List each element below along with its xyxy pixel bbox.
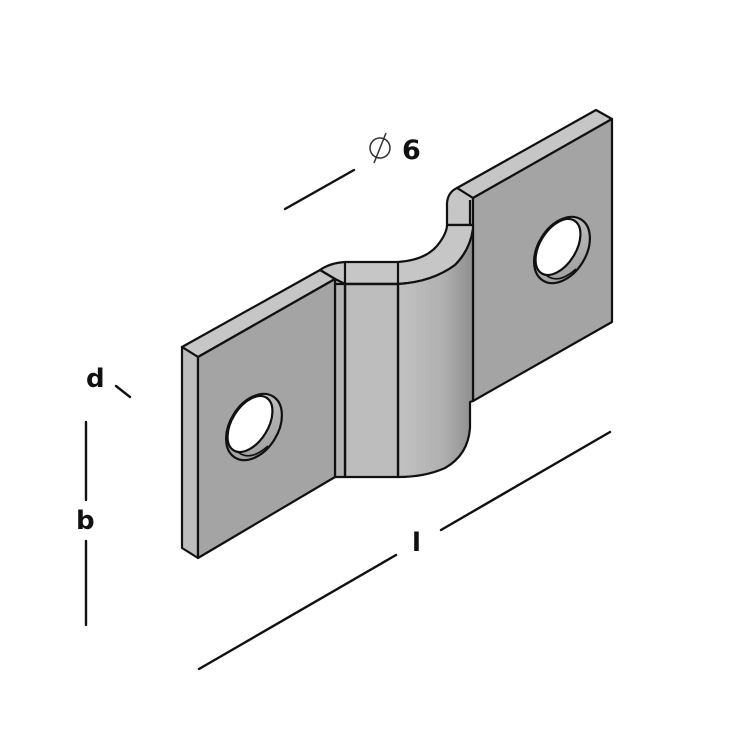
thickness-leader — [114, 384, 132, 399]
thickness-label: d — [86, 364, 105, 394]
length-line-right — [439, 430, 612, 532]
diameter-leader — [283, 168, 356, 211]
right-hole — [533, 215, 591, 285]
dimension-lines — [84, 168, 612, 671]
diameter-symbol-icon — [369, 132, 391, 164]
length-line-left — [197, 553, 398, 671]
width-label: b — [76, 506, 95, 536]
length-label: l — [412, 528, 421, 558]
center-bend — [318, 223, 475, 479]
hole-diameter-value: 6 — [402, 135, 421, 166]
left-hole — [225, 392, 283, 462]
